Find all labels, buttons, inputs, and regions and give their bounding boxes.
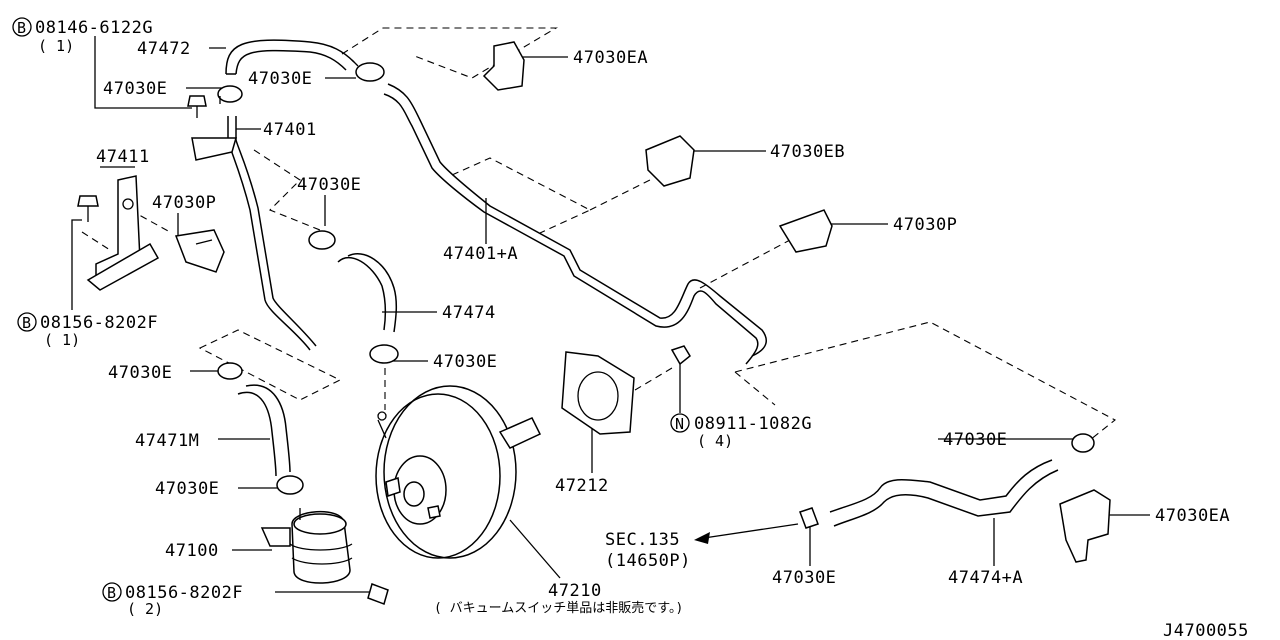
label-47401: 47401: [263, 120, 317, 140]
clip-47030P-right: [778, 209, 833, 253]
hose-47474A: [829, 459, 1059, 527]
clip-47030EA-top: [482, 41, 525, 91]
label-47474A: 47474+A: [948, 568, 1023, 588]
clamp-47030E-c: [308, 230, 336, 250]
label-47030E-c: 47030E: [297, 175, 361, 195]
label-sec135-ref: (14650P): [605, 551, 691, 571]
bolt-symbol-3: B: [102, 582, 122, 602]
svg-text:B: B: [17, 19, 26, 37]
label-47030P-left: 47030P: [152, 193, 216, 213]
label-47401A: 47401+A: [443, 244, 518, 264]
label-47212: 47212: [555, 476, 609, 496]
bolt-08156-b: [367, 583, 389, 605]
nut-symbol: N: [670, 413, 690, 433]
pipe-47401A: [383, 83, 767, 365]
label-47100: 47100: [165, 541, 219, 561]
clamp-47030E-e: [217, 362, 243, 380]
label-47030E-f: 47030E: [943, 430, 1007, 450]
hose-47472: [225, 39, 355, 75]
label-47030E-a: 47030E: [103, 79, 167, 99]
clip-47030EB: [645, 135, 695, 187]
bolt-symbol-2: B: [17, 312, 37, 332]
label-08146-6122G: 08146-6122G: [35, 18, 153, 38]
qty-08146: ( 1): [38, 37, 74, 55]
clamp-47030E-a: [217, 85, 243, 104]
label-47030E-b: 47030E: [248, 69, 312, 89]
leader-lines: [71, 36, 1150, 593]
label-08156-8202F-a: 08156-8202F: [40, 313, 158, 333]
label-47471M: 47471M: [135, 431, 199, 451]
label-47030EA-right: 47030EA: [1155, 506, 1230, 526]
clip-47030EA-right: [1059, 489, 1111, 563]
sec135-arrow: [694, 523, 799, 544]
label-08911-1082G: 08911-1082G: [694, 414, 812, 434]
label-47474: 47474: [442, 303, 496, 323]
bolt-08146: [187, 95, 207, 118]
label-47030E-h: 47030E: [772, 568, 836, 588]
vacuum-switch-47100: [260, 508, 353, 584]
label-47030E-e: 47030E: [108, 363, 172, 383]
clamp-47030E-h: [799, 507, 819, 529]
label-08156-8202F-b: 08156-8202F: [125, 583, 243, 603]
pipe-47401: [191, 116, 317, 351]
label-47411: 47411: [96, 147, 150, 167]
label-47030E-d: 47030E: [433, 352, 497, 372]
label-47030P-right: 47030P: [893, 215, 957, 235]
label-47030E-g: 47030E: [155, 479, 219, 499]
qty-08156-b: ( 2): [127, 600, 163, 618]
note-vacuum-switch: ( バキュームスイッチ単品は非販売です。): [434, 600, 683, 616]
svg-text:N: N: [675, 415, 684, 433]
bolt-symbol-1: B: [12, 17, 32, 37]
label-sec135: SEC.135: [605, 530, 680, 550]
label-47472: 47472: [137, 39, 191, 59]
svg-text:B: B: [22, 314, 31, 332]
clamp-47030E-d: [369, 344, 399, 364]
nut-08911: [670, 345, 691, 366]
label-47030EB: 47030EB: [770, 142, 845, 162]
label-47030EA-top: 47030EA: [573, 48, 648, 68]
dashed-guides: [81, 27, 1116, 441]
clip-47030P-left: [174, 229, 225, 273]
svg-text:B: B: [107, 584, 116, 602]
hose-47474: [337, 253, 398, 333]
bolt-08156-a: [77, 195, 99, 222]
qty-08156-a: ( 1): [44, 331, 80, 349]
qty-08911: ( 4): [697, 432, 733, 450]
diagram-id: J4700055: [1163, 621, 1249, 640]
label-47210: 47210: [548, 581, 602, 601]
clamp-47030E-f: [1071, 433, 1095, 453]
gasket-47212: [561, 351, 635, 435]
brake-booster-47210: [375, 385, 542, 559]
clamp-47030E-g: [276, 475, 304, 495]
hose-47471M: [237, 384, 291, 477]
clamp-47030E-top: [351, 59, 385, 82]
bracket-47411: [86, 175, 160, 291]
